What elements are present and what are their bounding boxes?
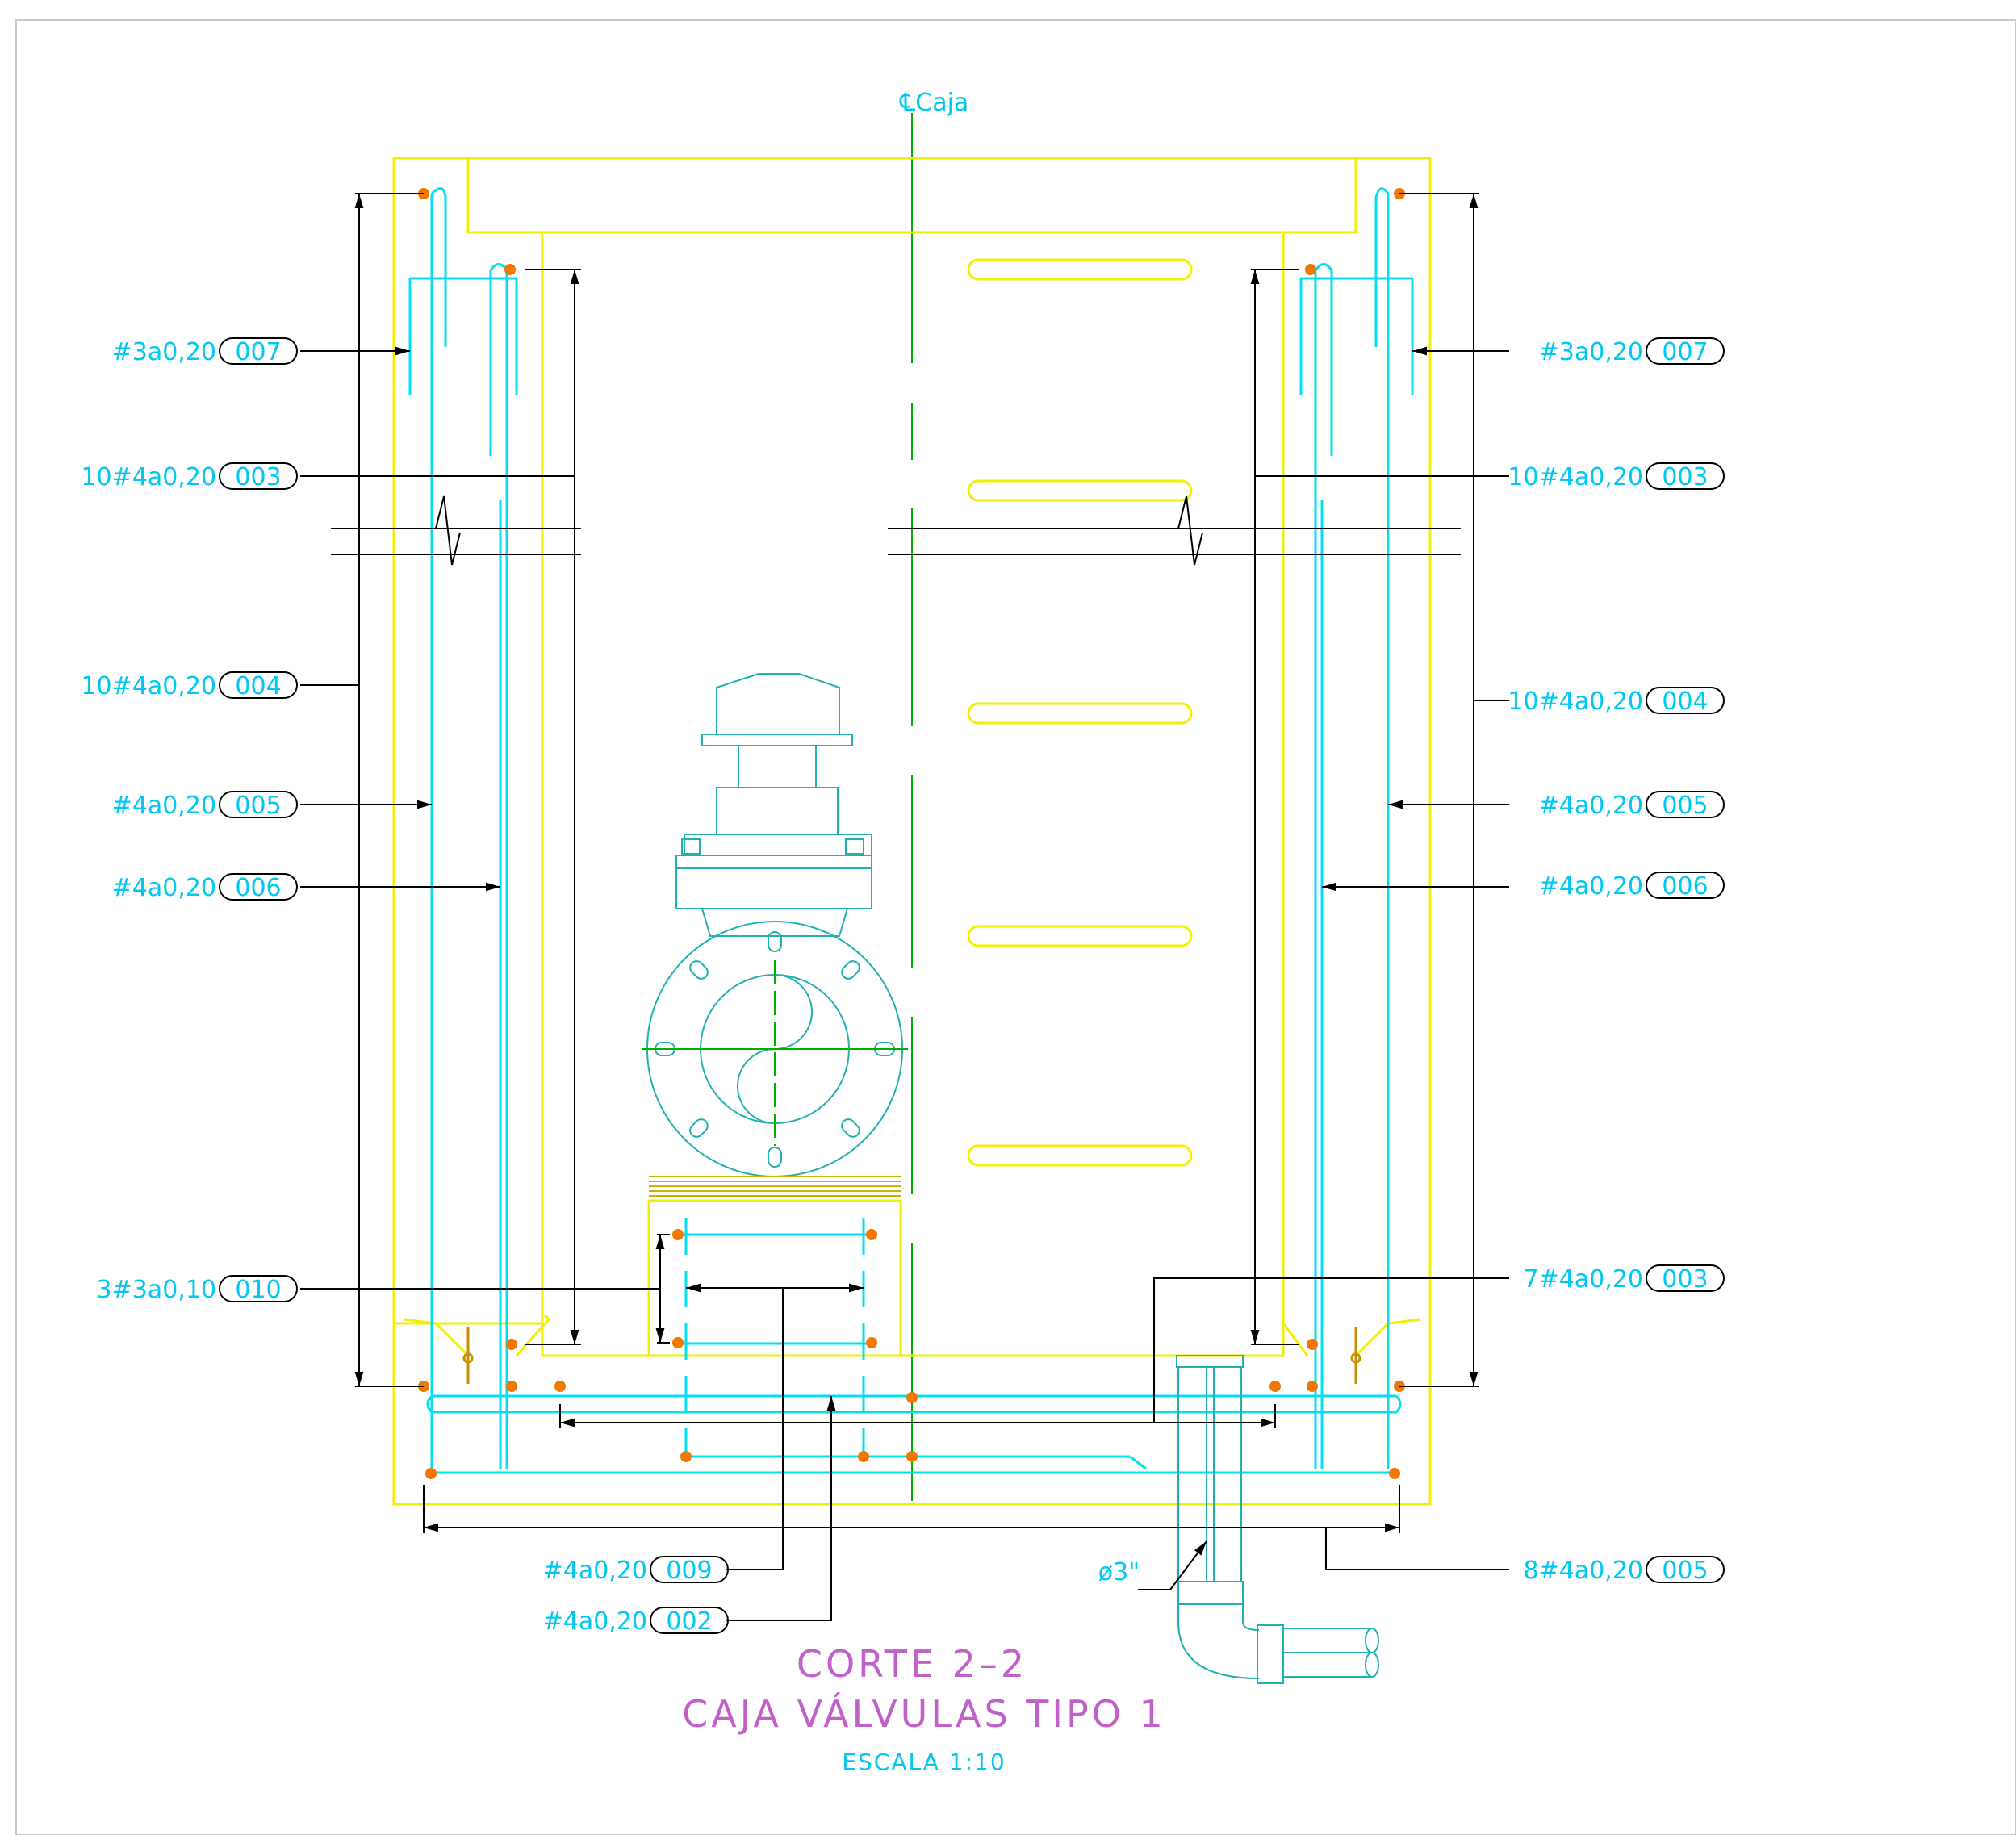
dimension-lines	[354, 193, 1479, 1533]
callout-bottom-spec: #4a0,20	[543, 1607, 647, 1636]
callout-right-spec: 8#4a0,20	[1524, 1557, 1644, 1585]
callout-right-tag: 007	[1662, 338, 1708, 366]
callout-right-tag: 004	[1662, 688, 1708, 716]
callout-right-tag: 003	[1662, 463, 1708, 491]
section-title: CORTE 2–2	[797, 1642, 1027, 1686]
anchor-bolts	[462, 1327, 1361, 1384]
callout-bottom-spec: #4a0,20	[543, 1557, 647, 1585]
callout-left-tag: 005	[235, 792, 281, 820]
callout-bottom-tag: 009	[666, 1557, 712, 1585]
callout-right-spec: 7#4a0,20	[1524, 1265, 1644, 1294]
scale-label: ESCALA 1:10	[842, 1749, 1006, 1775]
callout-left-tag: 006	[235, 874, 281, 902]
break-lines	[331, 495, 1461, 566]
rebar-dots	[418, 188, 1405, 1479]
callouts-left: #3a0,20 007 10#4a0,20 003 10#4a0,20 004 …	[81, 338, 281, 1304]
callout-left-spec: 10#4a0,20	[81, 463, 216, 491]
gate-valve	[642, 673, 908, 1177]
section-subtitle: CAJA VÁLVULAS TIPO 1	[682, 1692, 1166, 1736]
drain-pipe	[1176, 1355, 1379, 1684]
callout-right-spec: #4a0,20	[1539, 872, 1643, 901]
callout-left-tag: 003	[235, 463, 281, 491]
callout-right-spec: 10#4a0,20	[1508, 463, 1643, 491]
callouts-bottom: #4a0,20 009 #4a0,20 002	[543, 1557, 713, 1636]
sheet-frame	[15, 19, 2016, 1835]
callout-left-spec: #4a0,20	[112, 792, 216, 820]
callout-right-tag: 005	[1662, 1557, 1708, 1585]
callout-right-spec: #4a0,20	[1539, 792, 1643, 820]
callout-left-tag: 004	[235, 672, 281, 700]
pipe-diameter-label: ø3"	[1098, 1558, 1140, 1586]
ladder-rungs	[967, 258, 1193, 1167]
callout-pills	[219, 337, 1725, 1634]
callout-right-spec: 10#4a0,20	[1508, 688, 1643, 716]
callout-right-spec: #3a0,20	[1539, 338, 1643, 366]
callout-left-tag: 007	[235, 338, 281, 366]
callouts-right: #3a0,20 007 10#4a0,20 003 10#4a0,20 004 …	[1508, 338, 1708, 1585]
callout-left-spec: #3a0,20	[112, 338, 216, 366]
leader-lines	[300, 346, 1509, 1621]
callout-bottom-tag: 002	[666, 1607, 712, 1636]
valve-base	[649, 1176, 901, 1197]
callout-right-tag: 003	[1662, 1265, 1708, 1294]
callout-left-tag: 010	[235, 1276, 281, 1304]
callout-left-spec: #4a0,20	[112, 874, 216, 902]
callout-right-tag: 005	[1662, 792, 1708, 820]
callout-right-tag: 006	[1662, 872, 1708, 901]
centerline-label: ℄Caja	[899, 89, 968, 117]
callout-left-spec: 10#4a0,20	[81, 672, 216, 700]
callout-left-spec: 3#3a0,10	[97, 1276, 217, 1304]
